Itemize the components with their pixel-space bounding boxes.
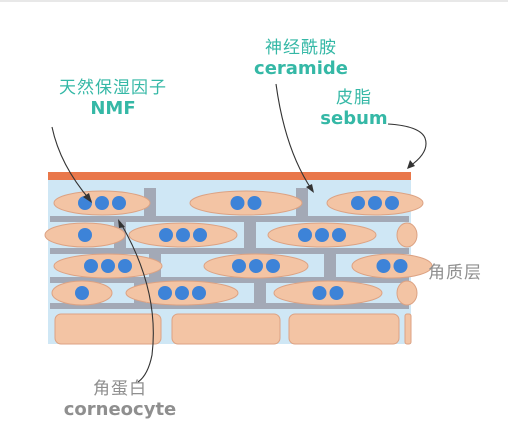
ceramide-strip [50, 248, 409, 254]
nmf-dot [312, 286, 327, 300]
nmf-label: 天然保湿因子 NMF [45, 78, 181, 119]
ceramide-label-cn: 神经酰胺 [265, 38, 337, 58]
corneocyte-label: 角蛋白 corneocyte [57, 379, 183, 420]
nmf-dot [298, 228, 312, 242]
basal-cell [288, 313, 400, 345]
corneocyte-cell [396, 280, 418, 306]
nmf-dot [230, 196, 245, 210]
ceramide-pillar [254, 280, 266, 306]
ceramide-arrowhead [306, 184, 314, 193]
nmf-dot [75, 286, 89, 300]
nmf-dot [249, 259, 263, 273]
nmf-dot [175, 286, 189, 300]
nmf-dot [385, 196, 399, 210]
nmf-dot [112, 196, 126, 210]
nmf-dot [376, 259, 391, 273]
ceramide-pillar [244, 218, 256, 252]
corneocyte-leader-line [119, 221, 154, 383]
basal-cell [404, 313, 412, 345]
ceramide-pillar [324, 248, 336, 282]
sebum-label-en: sebum [320, 107, 388, 129]
basal-cell [171, 313, 281, 345]
nmf-dot [351, 196, 365, 210]
nmf-dot [332, 228, 346, 242]
basal-cell [54, 313, 162, 345]
nmf-dot [159, 228, 173, 242]
corneocyte-cell [396, 222, 418, 248]
nmf-arrowhead [83, 193, 92, 203]
sebum-film [48, 172, 411, 180]
sebum-leader-line [387, 123, 427, 167]
nmf-label-cn: 天然保湿因子 [59, 78, 167, 98]
sebum-label: 皮脂 sebum [316, 88, 392, 129]
ceramide-label-en: ceramide [254, 57, 348, 79]
sebum-label-cn: 皮脂 [336, 88, 372, 108]
nmf-dot [95, 196, 109, 210]
nmf-dot [247, 196, 262, 210]
nmf-dot [266, 259, 280, 273]
ceramide-label: 神经酰胺 ceramide [246, 38, 356, 79]
corneocyte-cell [351, 253, 433, 279]
nmf-label-en: NMF [90, 97, 136, 119]
nmf-dot [192, 286, 206, 300]
nmf-dot [176, 228, 190, 242]
nmf-dot [315, 228, 329, 242]
stratum-corneum-label: 角质层 [420, 263, 490, 284]
nmf-dot [393, 259, 408, 273]
nmf-dots [75, 196, 408, 300]
corneocyte-label-cn: 角蛋白 [93, 379, 147, 399]
stratum-corneum-label-cn: 角质层 [428, 263, 482, 283]
corneocyte-cell [189, 190, 303, 216]
ceramide-strip [50, 216, 409, 222]
ceramide-strip [50, 277, 409, 283]
nmf-dot [329, 286, 344, 300]
nmf-dot [368, 196, 382, 210]
corneocyte-cell [273, 280, 383, 306]
ceramide-strip [50, 303, 409, 309]
ceramide-leader-line [275, 83, 313, 191]
corneocyte-arrowhead [118, 219, 125, 228]
nmf-dot [193, 228, 207, 242]
nmf-dot [84, 259, 98, 273]
basal-cell-row [54, 313, 412, 345]
nmf-dot [232, 259, 246, 273]
nmf-dot [158, 286, 172, 300]
nmf-leader-line [51, 126, 91, 201]
sebum-arrowhead [407, 160, 415, 169]
nmf-dot [118, 259, 132, 273]
nmf-dot [78, 228, 92, 242]
top-divider [0, 0, 508, 2]
nmf-dot [101, 259, 115, 273]
corneocyte-label-en: corneocyte [63, 398, 177, 420]
